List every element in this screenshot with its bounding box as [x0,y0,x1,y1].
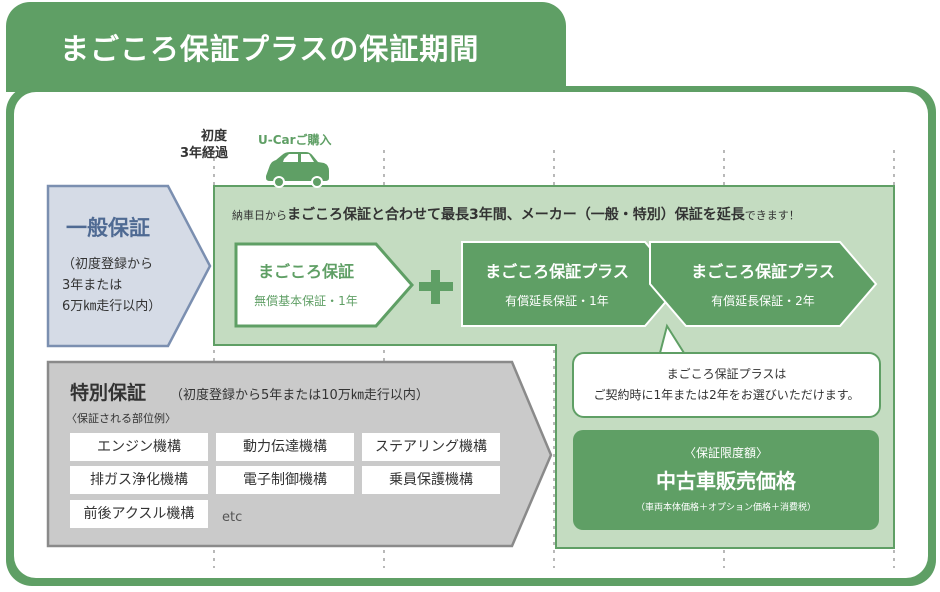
limit-value: 中古車販売価格 [656,469,796,493]
limit-note: （車両本体価格＋オプション価格＋消費税） [635,503,816,513]
extension-suffix: できます！ [744,209,800,222]
first-reg-label: 初度 [200,129,227,144]
part-item: ステアリング機構 [362,433,500,461]
ippan-desc-line: 6万㎞走行以内） [62,299,162,314]
ippan-desc-line: 3年または [62,278,123,293]
tokubetsu-cond: （初度登録から5年または10万㎞走行以内） [170,388,429,403]
extension-main: まごころ保証と合わせて最長3年間、メーカー（一般・特別）保証を延長 [287,207,745,223]
page-title: まごころ保証プラスの保証期間 [60,32,480,66]
plus-2yr-title: まごころ保証プラス [691,262,835,281]
car-icon [266,152,329,188]
part-item: 動力伝達機構 [216,433,354,461]
parts-etc: etc [222,510,243,525]
purchase-label: U-Carご購入 [258,133,332,147]
part-item: 排ガス浄化機構 [70,466,208,494]
callout-line: まごころ保証プラスは [666,367,787,381]
extension-prefix: 納車日から [232,209,287,222]
parts-label: 〈保証される部位例〉 [66,412,176,425]
plus-1yr-box-shape [461,241,683,327]
magokoro-title: まごころ保証 [257,262,354,281]
tokubetsu-title: 特別保証 [70,382,147,404]
plus-1yr-sub: 有償延長保証・1年 [505,294,609,308]
extension-message: 納車日からまごころ保証と合わせて最長3年間、メーカー（一般・特別）保証を延長でき… [232,204,800,224]
title-tab [6,2,566,92]
ippan-desc: （初度登録から 3年または 6万㎞走行以内） [62,254,161,317]
part-item: 電子制御機構 [216,466,354,494]
plan-callout: まごころ保証プラスは ご契約時に1年または2年をお選びいただけます。 [572,352,881,418]
limit-box: 〈保証限度額〉 中古車販売価格 （車両本体価格＋オプション価格＋消費税） [573,430,879,530]
part-item: 乗員保護機構 [362,466,500,494]
plus-2yr-sub: 有償延長保証・2年 [711,294,815,308]
part-item: 前後アクスル機構 [70,500,208,528]
plus-1yr-title: まごころ保証プラス [485,262,629,281]
first-reg-years: 3年経過 [180,146,229,161]
callout-line: ご契約時に1年または2年をお選びいただけます。 [593,388,860,402]
magokoro-box-shape [234,242,414,328]
part-item: エンジン機構 [70,433,208,461]
magokoro-sub: 無償基本保証・1年 [254,294,358,308]
plus-icon [419,270,453,304]
limit-label: 〈保証限度額〉 [683,446,768,460]
ippan-arrow [46,184,212,348]
ippan-title: 一般保証 [66,216,150,240]
plus-2yr-box-shape [649,241,878,327]
ippan-desc-line: （初度登録から [62,257,154,272]
